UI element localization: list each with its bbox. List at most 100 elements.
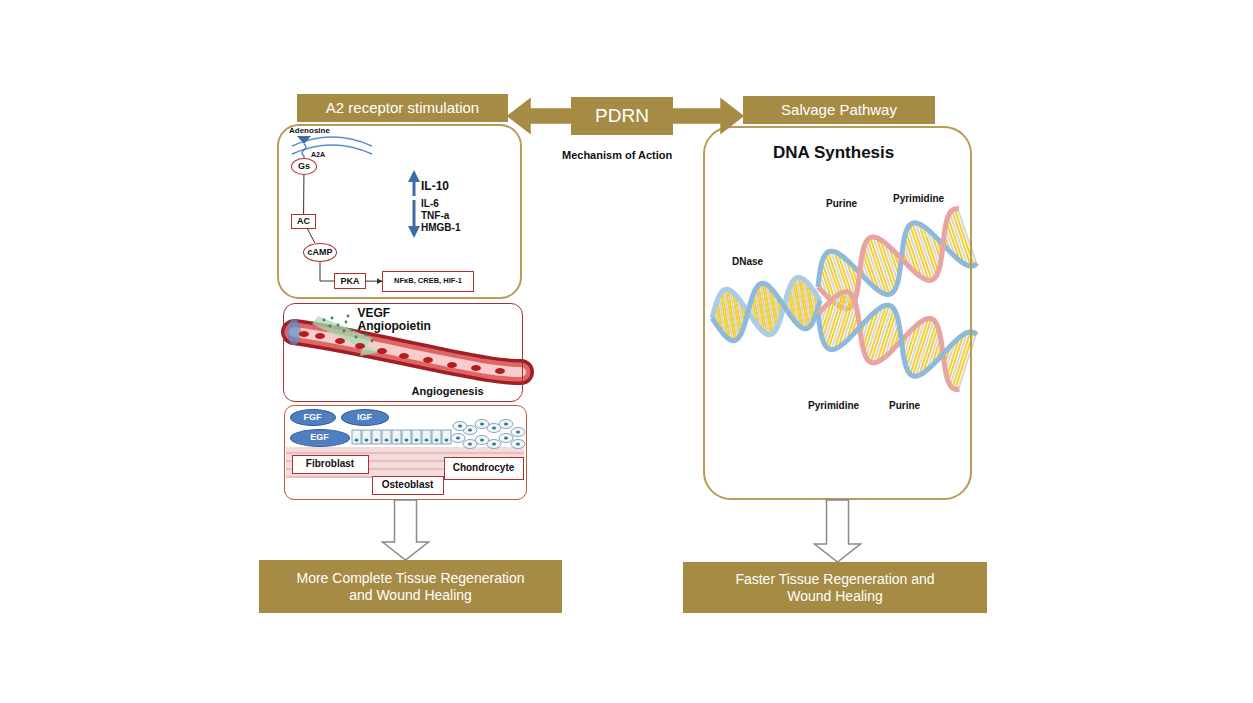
cell-nucleus <box>355 439 359 442</box>
box-label: NFκB, CREB, HIF-1 <box>394 277 462 286</box>
cell-nucleus <box>415 439 419 442</box>
cell-nucleus <box>458 425 462 428</box>
synthesis-panel: DNA SynthesisDNasePurinePyrimidinePyrimi… <box>703 126 972 500</box>
red-blood-cell <box>355 343 365 349</box>
cell-type-box: Fibroblast <box>292 455 369 474</box>
cell-nucleus <box>492 443 496 446</box>
growth-factor-ellipse: FGF <box>290 409 336 426</box>
epithelial-cell <box>362 430 371 444</box>
cell-panel: FGF IGF EGF FibroblastOsteoblast Chondrocyte <box>284 405 527 500</box>
box-label: Gs <box>298 161 310 171</box>
box-label: EGF <box>310 432 329 442</box>
central-box: PDRN <box>571 97 673 135</box>
signal-line <box>303 175 304 214</box>
box-label: AC <box>297 216 310 226</box>
growth-factor-dot <box>351 329 354 332</box>
ligand-triangle <box>297 136 311 144</box>
cell-type-box: Osteoblast <box>372 476 444 495</box>
dna-strand <box>818 305 977 376</box>
base-label: Pyrimidine <box>808 400 859 412</box>
caption-label: Mechanism of Action <box>562 149 672 161</box>
red-blood-cells <box>299 331 505 374</box>
red-blood-cell <box>399 353 409 359</box>
cell-nucleus <box>468 429 472 432</box>
epithelial-cell <box>412 430 421 444</box>
growth-factor-label: VEGF Angiopoietin <box>358 307 448 335</box>
panel-title: DNA Synthesis <box>773 143 894 163</box>
cell-nucleus <box>385 439 389 442</box>
growth-factor-dot <box>347 315 350 318</box>
process-label: Angiogenesis <box>412 385 484 398</box>
red-blood-cell <box>423 357 433 363</box>
box-label: More Complete Tissue Regeneration and Wo… <box>286 570 536 602</box>
transcription-factor-box: NFκB, CREB, HIF-1 <box>382 271 474 292</box>
growth-factor-dot <box>329 325 332 328</box>
box-label: Chondrocyte <box>453 462 515 474</box>
red-blood-cell <box>335 338 345 344</box>
epithelial-cell <box>382 430 391 444</box>
dna-illustration <box>712 209 977 390</box>
box-label: cAMP <box>307 247 332 257</box>
cell-nucleus <box>456 437 460 440</box>
section-header: Salvage Pathway <box>743 96 935 124</box>
cluster-cell <box>463 440 477 449</box>
tissue-line <box>286 453 524 454</box>
growth-factor-dot <box>331 317 334 320</box>
base-label: Purine <box>826 198 857 210</box>
cluster-cell <box>511 428 525 437</box>
box-label: PDRN <box>595 105 649 127</box>
cell-nucleus <box>445 439 449 442</box>
box-label: Fibroblast <box>306 458 354 470</box>
kinase-box: PKA <box>334 273 366 289</box>
enzyme-label: DNase <box>732 256 763 268</box>
red-blood-cell <box>377 348 387 354</box>
growth-factor-dot <box>371 340 374 343</box>
receptor-label: A2A <box>311 151 325 159</box>
signal-line <box>307 229 314 243</box>
cell-type-box: Chondrocyte <box>444 457 524 480</box>
cell-nucleus <box>516 443 520 446</box>
base-label: Purine <box>889 400 920 412</box>
ligand-label: Adenosine <box>289 126 330 135</box>
dna-strand <box>712 283 820 340</box>
cell-nucleus <box>375 439 379 442</box>
cluster-cell <box>451 434 465 443</box>
growth-factor-ellipse: IGF <box>341 409 389 426</box>
growth-factor-dot <box>343 330 346 333</box>
box-label: Salvage Pathway <box>781 101 897 118</box>
cytokine-label: IL-10 <box>421 180 449 194</box>
epithelial-cell <box>372 430 381 444</box>
growth-factor-ellipse: EGF <box>290 429 350 447</box>
vessel-opening <box>287 319 301 345</box>
outcome-band: Faster Tissue Regeneration and Wound Hea… <box>683 562 987 613</box>
box-label: IGF <box>357 412 372 422</box>
cytokine-label: TNF-a <box>421 210 449 222</box>
cytokine-label: IL-6 <box>421 198 439 210</box>
mechanism-arrow <box>508 99 571 133</box>
protein-ellipse: Gs <box>291 158 317 175</box>
vessel-lumen <box>294 332 521 372</box>
cluster-cell <box>487 440 501 449</box>
cell-nucleus <box>504 437 508 440</box>
box-label: FGF <box>304 412 322 422</box>
epithelial-cell <box>422 430 431 444</box>
cell-nucleus <box>480 423 484 426</box>
box-label: PKA <box>340 276 359 286</box>
receptor-symbol <box>302 144 306 158</box>
cell-nucleus <box>395 439 399 442</box>
growth-factor-dot <box>337 324 340 327</box>
outcome-arrow <box>383 500 429 560</box>
epithelial-cell <box>392 430 401 444</box>
cell-nucleus <box>480 439 484 442</box>
cluster-cell <box>499 434 513 443</box>
cell-nucleus <box>504 423 508 426</box>
messenger-ellipse: cAMP <box>303 243 337 262</box>
enzyme-box: AC <box>291 214 316 229</box>
cell-nucleus <box>516 431 520 434</box>
epithelial-cell <box>402 430 411 444</box>
cell-nucleus <box>405 439 409 442</box>
cell-nucleus <box>468 443 472 446</box>
signal-line <box>320 262 334 281</box>
epithelial-cell <box>352 430 361 444</box>
